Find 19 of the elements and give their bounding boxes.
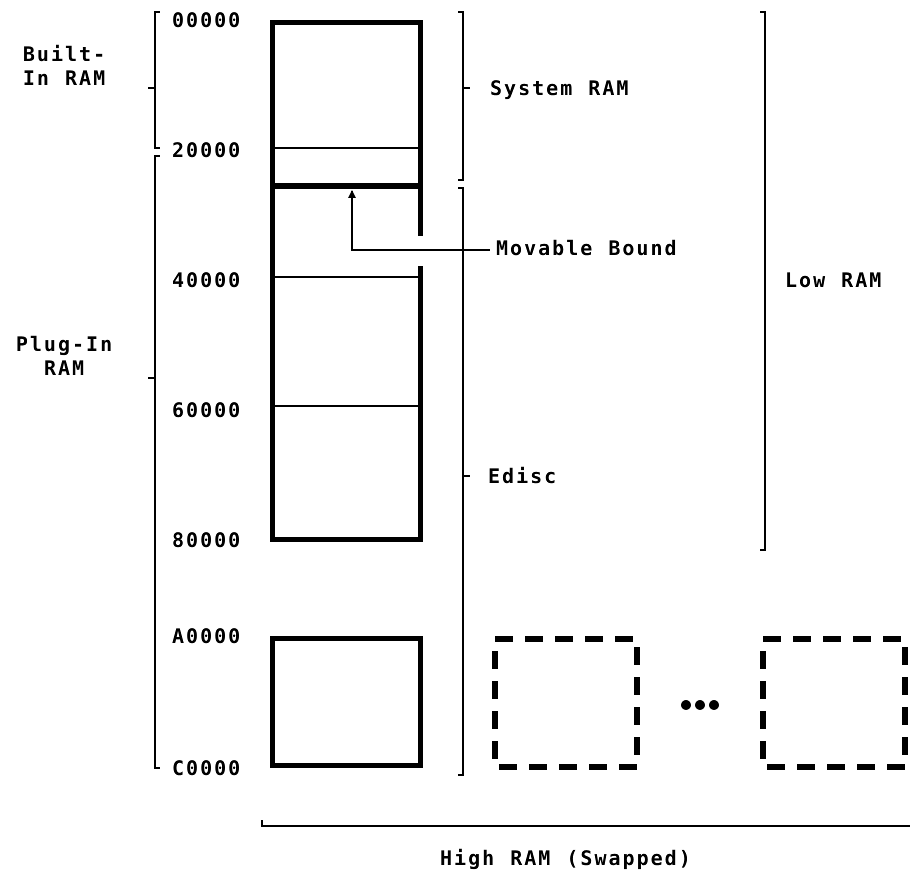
memory-label: 00000	[172, 8, 242, 32]
memory-label: Edisc	[488, 464, 558, 488]
memory-label: Low RAM	[785, 268, 884, 292]
memory-label: Built-In RAM	[22, 42, 108, 90]
memory-label: Plug-In RAM	[14, 332, 116, 380]
memory-block	[270, 20, 423, 542]
memory-label: A0000	[172, 624, 242, 648]
dashed-memory-block	[492, 636, 640, 770]
memory-label: 40000	[172, 268, 242, 292]
callout-text: Movable Bound	[496, 236, 706, 264]
memory-label: 20000	[172, 138, 242, 162]
memory-label: C0000	[172, 756, 242, 780]
memory-label: System RAM	[490, 76, 630, 100]
dashed-memory-block	[760, 636, 908, 770]
leader-arrow	[348, 190, 490, 251]
memory-block	[270, 636, 423, 768]
memory-label: 80000	[172, 528, 242, 552]
memory-label: High RAM (Swapped)	[440, 846, 693, 870]
memory-label: 60000	[172, 398, 242, 422]
